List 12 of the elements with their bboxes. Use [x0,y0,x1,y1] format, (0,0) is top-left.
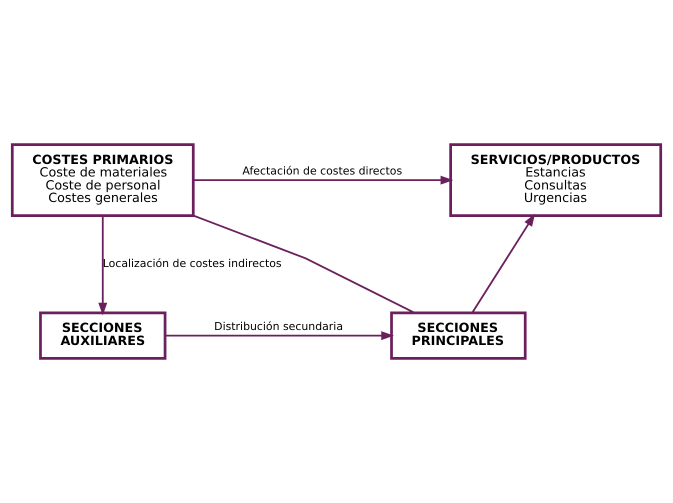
node-box: COSTES PRIMARIOS Coste de materiales Coste de personal Costes generales [10,143,195,217]
arrow [193,176,454,185]
arrow [471,214,536,314]
connector [193,214,415,314]
node-box: SERVICIOS/PRODUCTOS Estancias Consultas Urgencias [449,143,662,217]
edge-label: Localización de costes indirectos [102,257,282,270]
edge-label: Distribución secundaria [214,320,344,333]
arrow [165,331,394,340]
edge-label: Afectación de costes directos [242,164,402,178]
node-box: SECCIONES AUXILIARES [39,312,166,360]
node-box: SECCIONES PRINCIPALES [390,312,527,360]
arrow [98,216,108,316]
